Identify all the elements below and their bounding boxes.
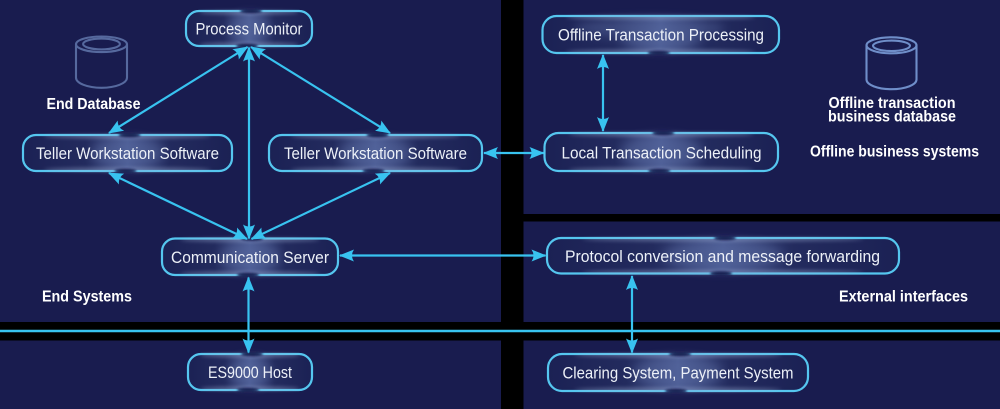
svg-text:External interfaces: External interfaces xyxy=(839,289,968,306)
svg-text:Offline business systems: Offline business systems xyxy=(810,144,979,161)
svg-text:Communication Server: Communication Server xyxy=(171,248,329,267)
svg-text:End Systems: End Systems xyxy=(42,289,132,306)
svg-text:Clearing System, Payment Syste: Clearing System, Payment System xyxy=(563,364,794,383)
svg-text:ES9000 Host: ES9000 Host xyxy=(208,363,292,382)
svg-text:Teller Workstation Software: Teller Workstation Software xyxy=(36,144,219,163)
svg-text:Teller Workstation Software: Teller Workstation Software xyxy=(284,144,467,163)
svg-text:Offline transaction: Offline transaction xyxy=(829,95,956,112)
svg-text:Process Monitor: Process Monitor xyxy=(196,20,303,39)
svg-text:business database: business database xyxy=(828,109,956,126)
svg-text:Local Transaction Scheduling: Local Transaction Scheduling xyxy=(562,144,762,163)
svg-text:Protocol conversion and messag: Protocol conversion and message forwardi… xyxy=(565,247,880,266)
svg-text:Offline Transaction Processing: Offline Transaction Processing xyxy=(558,26,764,45)
svg-text:End Database: End Database xyxy=(47,96,141,113)
